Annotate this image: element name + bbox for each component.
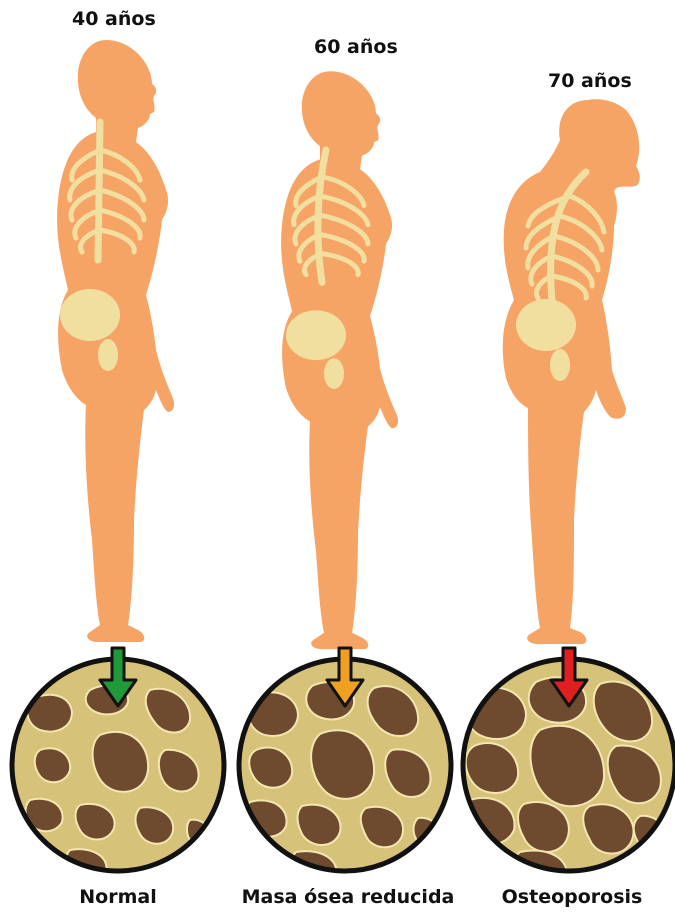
figure-70 xyxy=(503,99,640,644)
caption-reduced-bone-mass: Masa ósea reducida xyxy=(242,886,455,908)
caption-osteoporosis: Osteoporosis xyxy=(502,886,643,908)
caption-normal: Normal xyxy=(79,886,156,908)
figure-40 xyxy=(57,40,174,642)
figure-60 xyxy=(281,71,398,649)
